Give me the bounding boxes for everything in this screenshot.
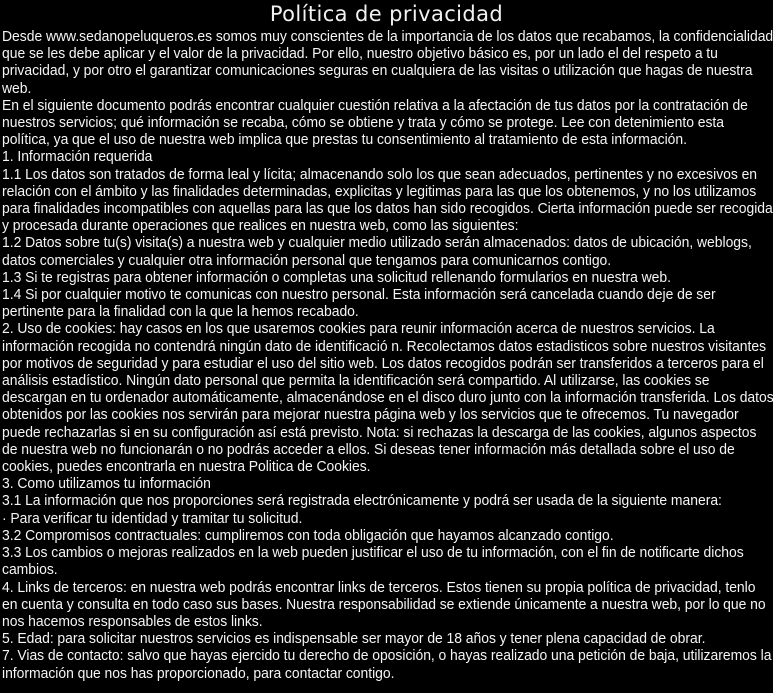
policy-bullet-item: · Para verificar tu identidad y tramitar…	[2, 510, 303, 527]
policy-section-7-contacto: 7. Vias de contacto: salvo que hayas eje…	[2, 648, 772, 682]
policy-body: Desde www.sedanopeluqueros.es somos muy …	[0, 29, 773, 683]
policy-paragraph: 3.1 La información que nos proporciones …	[2, 493, 722, 510]
policy-section-heading-3: 3. Como utilizamos tu información	[2, 476, 211, 493]
policy-paragraph: 1.2 Datos sobre tu(s) visita(s) a nuestr…	[2, 235, 752, 269]
page-title: Política de privacidad	[269, 2, 504, 26]
policy-paragraph: 3.3 Los cambios o mejoras realizados en …	[2, 545, 744, 579]
policy-paragraph: 1.3 Si te registras para obtener informa…	[2, 269, 671, 286]
policy-section-heading-1: 1. Información requerida	[2, 149, 153, 166]
policy-paragraph: 1.1 Los datos son tratados de forma leal…	[2, 166, 773, 235]
policy-section-4-links: 4. Links de terceros: en nuestra web pod…	[2, 579, 766, 630]
policy-paragraph: Desde www.sedanopeluqueros.es somos muy …	[2, 29, 773, 97]
policy-paragraph: En el siguiente documento podrás encontr…	[2, 97, 748, 149]
policy-paragraph: 3.2 Compromisos contractuales: cumplirem…	[2, 527, 614, 544]
policy-section-2-cookies: 2. Uso de cookies: hay casos en los que …	[2, 321, 773, 476]
policy-section-5-edad: 5. Edad: para solicitar nuestros servici…	[2, 631, 706, 648]
policy-paragraph: 1.4 Si por cualquier motivo te comunicas…	[2, 287, 716, 321]
